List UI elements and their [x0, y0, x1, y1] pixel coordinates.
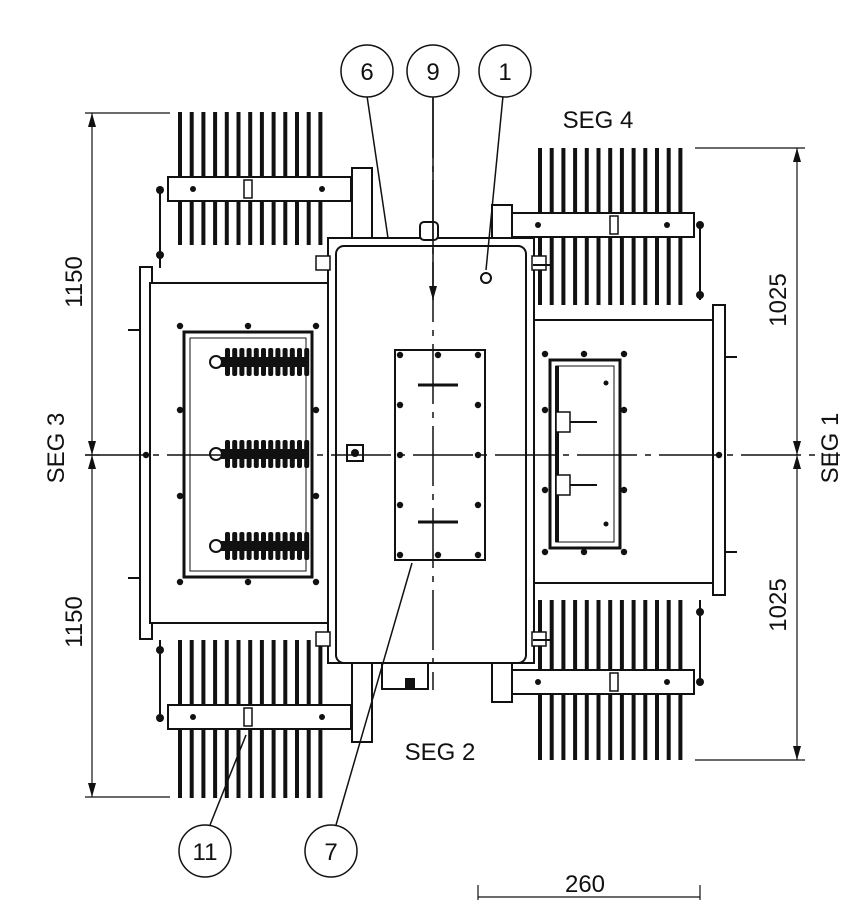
- left-box-bolts: [142, 322, 320, 586]
- callout-11: 11: [178, 824, 232, 878]
- bolt: [396, 501, 404, 509]
- callout-6-label: 6: [360, 59, 373, 86]
- dim-left-upper: 1150: [61, 256, 88, 308]
- dim-left-lower: 1150: [61, 596, 88, 648]
- bolt: [580, 350, 588, 358]
- callout-1-label: 1: [498, 59, 511, 86]
- seg2-label: SEG 2: [405, 739, 476, 766]
- bolt: [434, 351, 442, 359]
- bolt: [176, 578, 184, 586]
- dim-right-upper: 1025: [765, 273, 792, 326]
- bolt: [620, 548, 628, 556]
- bolt: [620, 350, 628, 358]
- bolt: [142, 451, 150, 459]
- seg4-label: SEG 4: [563, 107, 634, 134]
- bolt: [474, 351, 482, 359]
- bushing-row-middle: [209, 440, 310, 468]
- bolt: [312, 578, 320, 586]
- bolt: [474, 501, 482, 509]
- callout-1: 1: [478, 44, 532, 98]
- bolt: [396, 351, 404, 359]
- dimension-lines: [85, 112, 805, 900]
- dim-right-lower: 1025: [765, 578, 792, 631]
- right-cable-box: [529, 304, 737, 596]
- bolt: [176, 492, 184, 500]
- bolt: [474, 551, 482, 559]
- bushing-terminal: [209, 539, 223, 553]
- bolt: [541, 406, 549, 414]
- bolt: [176, 322, 184, 330]
- bolt: [396, 551, 404, 559]
- dim-bottom: 260: [565, 871, 605, 898]
- bolt: [541, 486, 549, 494]
- cover-plate-bolts: [396, 351, 482, 559]
- bolt: [312, 492, 320, 500]
- callout-7-label: 7: [324, 839, 337, 866]
- bushing-stem: [212, 541, 308, 551]
- bolt: [620, 406, 628, 414]
- callout-9: 9: [406, 44, 460, 98]
- callout-6: 6: [340, 44, 394, 98]
- bolt: [396, 401, 404, 409]
- bolt: [312, 322, 320, 330]
- bolt: [434, 551, 442, 559]
- bolt: [620, 486, 628, 494]
- bolt: [244, 322, 252, 330]
- bolt: [580, 548, 588, 556]
- bushing-row-bottom: [209, 532, 310, 560]
- bolt: [312, 406, 320, 414]
- bushing-stem: [212, 449, 308, 459]
- bushing-terminal: [209, 447, 223, 461]
- seg1-label: SEG 1: [817, 413, 844, 484]
- bolt: [244, 578, 252, 586]
- bushing-stem: [212, 357, 308, 367]
- callout-9-label: 9: [426, 59, 439, 86]
- callout-leaders: [209, 95, 504, 826]
- bushing-terminal: [209, 355, 223, 369]
- seg3-label: SEG 3: [43, 413, 70, 484]
- bolt: [176, 406, 184, 414]
- bushing-row-top: [209, 348, 310, 376]
- right-box-bolts: [541, 350, 723, 556]
- bolt: [541, 548, 549, 556]
- bolt: [474, 451, 482, 459]
- callout-11-label: 11: [193, 839, 218, 866]
- bolt: [474, 401, 482, 409]
- main-tank: [315, 221, 553, 690]
- bolt: [541, 350, 549, 358]
- callout-7: 7: [304, 824, 358, 878]
